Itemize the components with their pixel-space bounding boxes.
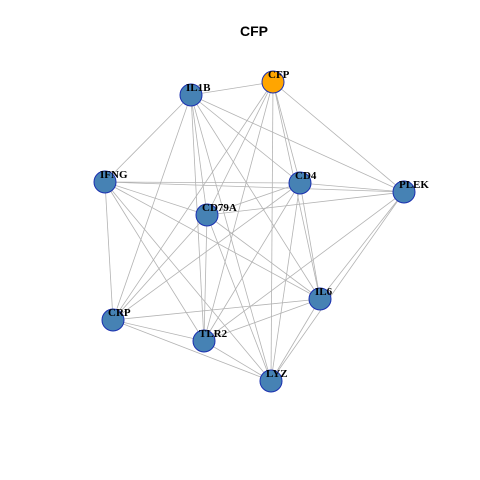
edge-cfp-lyz (270, 81, 274, 382)
edge-cd79a-lyz (206, 214, 272, 382)
node-label-cfp: CFP (268, 69, 290, 81)
edge-il1b-il6 (190, 94, 321, 300)
edge-il6-lyz (270, 298, 321, 382)
edge-il6-crp (112, 298, 321, 321)
node-crp[interactable] (101, 308, 125, 332)
edge-il6-tlr2 (203, 298, 321, 342)
edge-ifng-plek (104, 181, 405, 193)
edge-il1b-ifng (104, 94, 192, 183)
edge-crp-lyz (112, 319, 272, 382)
edge-il1b-cd79a (190, 94, 208, 216)
node-cd79a[interactable] (195, 203, 219, 227)
edge-ifng-lyz (104, 181, 272, 382)
node-label-plek: PLEK (399, 179, 429, 191)
node-label-il1b: IL1B (186, 82, 211, 94)
edge-cd4-cd79a (206, 182, 301, 216)
edge-cd4-plek (299, 182, 405, 193)
node-cfp[interactable] (261, 70, 285, 94)
edge-cd79a-crp (112, 214, 208, 321)
node-label-tlr2: TLR2 (199, 328, 228, 340)
edge-cfp-cd4 (272, 81, 301, 184)
edge-cd4-lyz (270, 182, 301, 382)
edge-cfp-plek (272, 81, 405, 193)
node-il1b[interactable] (179, 83, 203, 107)
node-label-crp: CRP (108, 307, 131, 319)
edge-cfp-crp (112, 81, 274, 321)
node-label-cd4: CD4 (295, 170, 317, 182)
node-plek[interactable] (392, 180, 416, 204)
edge-cfp-cd79a (206, 81, 274, 216)
diagram-title: CFP (240, 23, 268, 39)
node-lyz[interactable] (259, 369, 283, 393)
node-cd4[interactable] (288, 171, 312, 195)
edge-tlr2-lyz (203, 340, 272, 382)
edge-cfp-il1b (190, 81, 274, 96)
edge-crp-tlr2 (112, 319, 205, 342)
node-il6[interactable] (308, 287, 332, 311)
edge-plek-tlr2 (203, 191, 405, 342)
node-label-ifng: IFNG (100, 169, 128, 181)
edge-cd79a-il6 (206, 214, 321, 300)
edge-ifng-crp (104, 181, 114, 321)
edge-layer (104, 81, 405, 382)
edge-il1b-lyz (190, 94, 272, 382)
node-label-lyz: LYZ (266, 368, 288, 380)
edge-cd4-il6 (299, 182, 321, 300)
node-tlr2[interactable] (192, 329, 216, 353)
edge-ifng-tlr2 (104, 181, 205, 342)
edge-cd79a-tlr2 (203, 214, 208, 342)
edge-cd4-tlr2 (203, 182, 301, 342)
edge-plek-cd79a (206, 191, 405, 216)
node-label-cd79a: CD79A (202, 202, 237, 214)
node-label-il6: IL6 (315, 286, 333, 298)
edge-il1b-plek (190, 94, 405, 193)
edge-ifng-il6 (104, 181, 321, 300)
edge-il1b-cd4 (190, 94, 301, 184)
edge-plek-lyz (270, 191, 405, 382)
edge-ifng-cd79a (104, 181, 208, 216)
node-layer (93, 70, 416, 393)
edge-plek-il6 (319, 191, 405, 300)
node-ifng[interactable] (93, 170, 117, 194)
edge-ifng-cd4 (104, 181, 301, 184)
